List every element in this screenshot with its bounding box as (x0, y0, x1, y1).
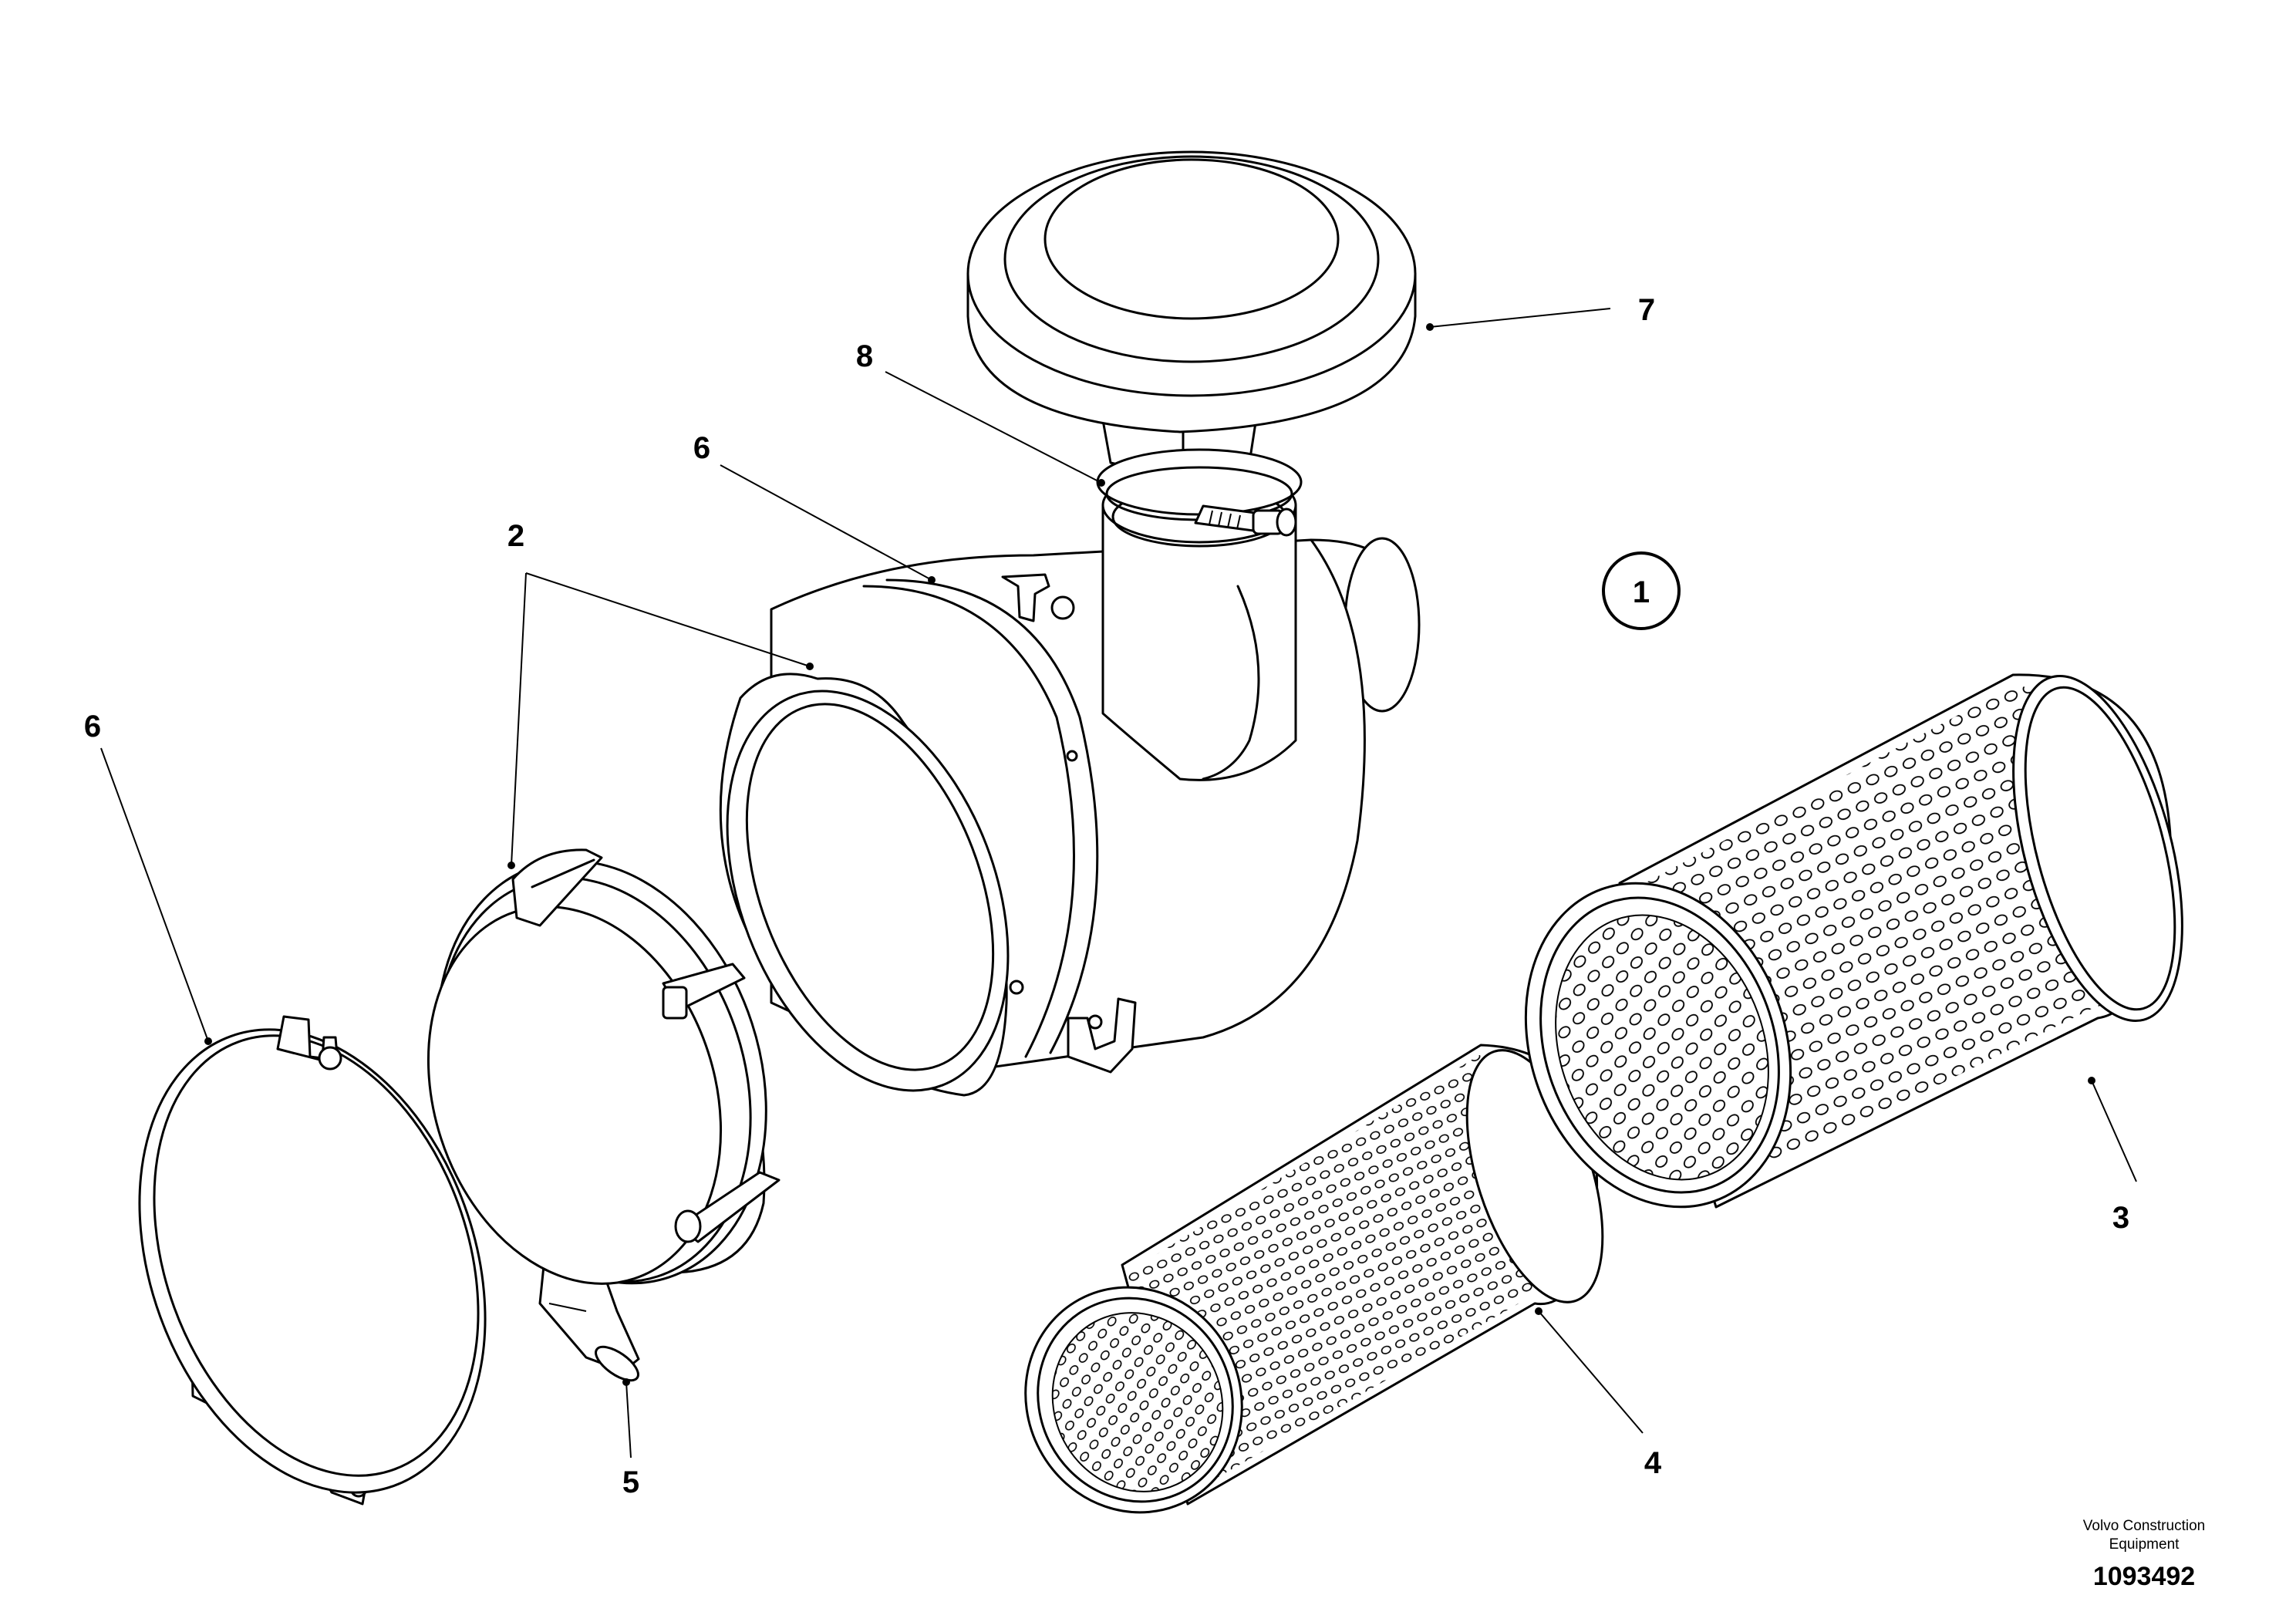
callout-8: 8 (856, 339, 873, 373)
view-number-badge: 1 (1602, 551, 1681, 630)
filter-housing (719, 467, 1421, 1097)
drawing-footer: Volvo Construction Equipment 1093492 (2083, 1518, 2205, 1591)
company-name-line2: Equipment (2109, 1536, 2180, 1553)
callout-6-left: 6 (84, 710, 101, 744)
callout-4: 4 (1644, 1446, 1662, 1480)
callout-5: 5 (622, 1465, 639, 1499)
callout-labels: 7 8 6 2 6 5 4 3 (84, 293, 2129, 1499)
callout-6-top: 6 (693, 431, 710, 465)
main-filter-element (1524, 673, 2183, 1209)
mounting-band (138, 1015, 487, 1506)
safety-element (1024, 1044, 1604, 1514)
callout-3: 3 (2112, 1201, 2129, 1235)
callout-2: 2 (507, 519, 524, 553)
hose-clamp (1096, 448, 1303, 537)
callout-7: 7 (1638, 293, 1655, 327)
company-name-line1: Volvo Construction (2083, 1518, 2205, 1534)
end-cover (426, 848, 781, 1382)
view-number: 1 (1633, 575, 1650, 609)
pre-cleaner-cap (966, 150, 1417, 474)
leader-lines (100, 308, 2137, 1458)
drawing-number: 1093492 (2093, 1562, 2195, 1591)
